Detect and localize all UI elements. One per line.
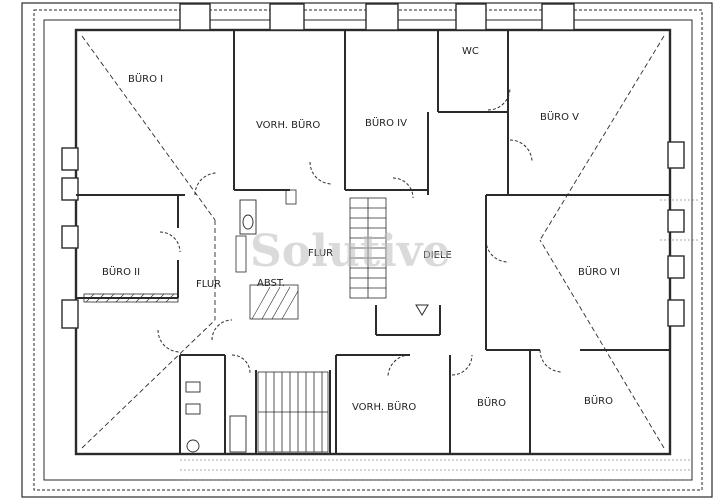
room-label-buero-small-a: BÜRO [477,396,506,409]
room-label-vorh-buero-top: VORH. BÜRO [256,118,320,131]
room-label-flur-center: FLUR [308,248,333,259]
room-label-buero-6: BÜRO VI [578,265,620,278]
room-label-buero-small-b: BÜRO [584,394,613,407]
dormer-windows [61,3,685,329]
room-label-wc: WC [462,46,479,57]
watermark-text: Solutive [250,226,450,277]
hatch-lines [85,286,299,320]
sanitary-fixtures [185,199,257,453]
room-label-buero-4: BÜRO IV [365,116,407,129]
room-label-diele: DIELE [423,250,452,261]
stairs-lower [257,371,329,453]
bottom-hatching [180,199,700,481]
stairs-upper [349,197,387,299]
interior-walls [76,30,670,454]
hatched-walls [83,189,299,320]
level-marker [415,304,429,316]
room-label-buero-5: BÜRO V [540,110,579,123]
roof-diagonals [81,35,665,449]
room-label-buero-1: BÜRO I [128,72,163,85]
room-label-vorh-buero-bottom: VORH. BÜRO [352,400,416,413]
room-label-flur-left: FLUR [196,279,221,290]
room-label-abst: ABST. [257,278,285,289]
door-swings [157,87,563,378]
room-label-buero-2: BÜRO II [102,265,140,278]
